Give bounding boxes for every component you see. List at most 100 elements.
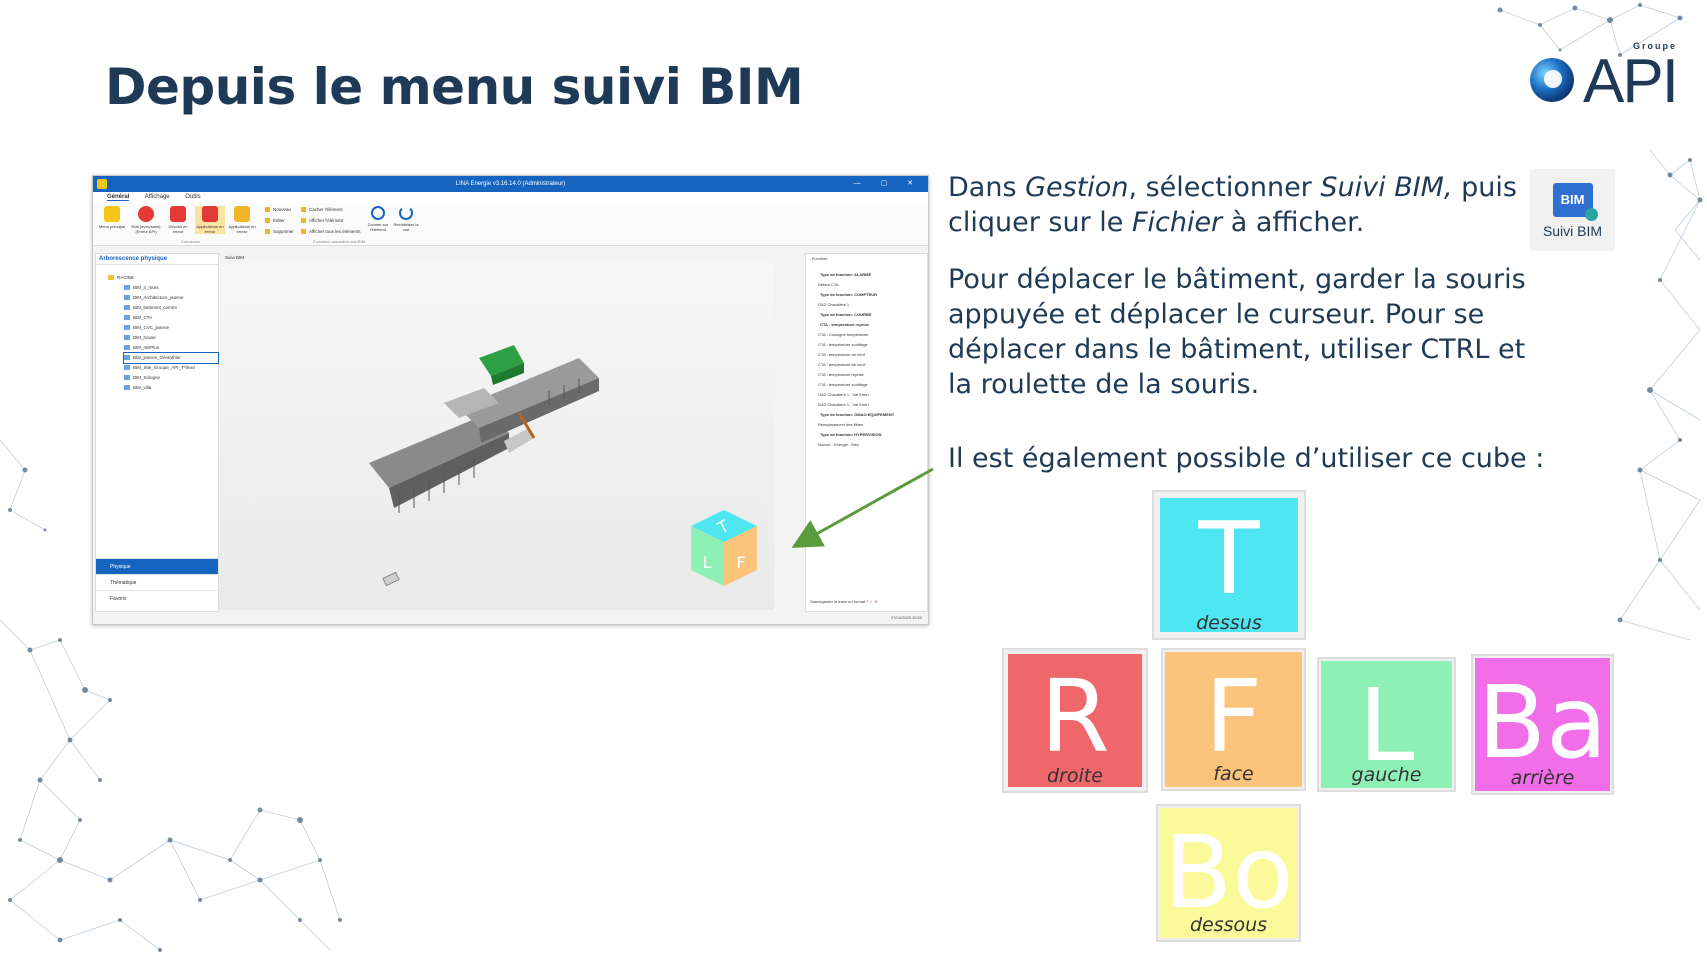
tree-item[interactable]: BIM_Site_Groupe_API_T*fmez bbox=[124, 363, 218, 373]
suivi-bim-button[interactable]: BIM Suivi BIM bbox=[1530, 169, 1615, 251]
app-title-text: LINA Energie v3.16.14.0 (Administrateur) bbox=[455, 181, 566, 187]
tree-panel-header: Arborescence physique bbox=[96, 254, 218, 265]
instruction-deplacer: Pour déplacer le bâtiment, garder la sou… bbox=[948, 264, 1526, 400]
editer-action[interactable]: Éditer bbox=[265, 218, 285, 223]
tree-item[interactable]: BIM_4_murs bbox=[124, 283, 218, 293]
ribbon-tabs: Général Affichage Outils bbox=[93, 192, 928, 203]
cancel-icon[interactable]: ✕ bbox=[874, 599, 878, 604]
navigation-cube[interactable]: T L F bbox=[689, 508, 759, 588]
flag-yellow-icon bbox=[234, 206, 250, 222]
cube-face-back-letter: Ba bbox=[1477, 664, 1608, 781]
warning-icon bbox=[202, 206, 218, 222]
menu-principal-label: Menu principal bbox=[98, 224, 125, 229]
function-group-row[interactable]: Type de fonction: COURBE bbox=[820, 312, 872, 317]
supprimer-action[interactable]: Supprimer bbox=[265, 229, 294, 234]
logo-brand-text: API bbox=[1583, 47, 1679, 116]
tab-general[interactable]: Général bbox=[107, 194, 130, 201]
tree-item[interactable]: BIM_house bbox=[124, 333, 218, 343]
tab-affichage[interactable]: Affichage bbox=[144, 194, 170, 200]
group-connexion: Connexion bbox=[181, 239, 201, 244]
tree-item[interactable]: BIM_jeanne_Géranthier bbox=[123, 352, 219, 364]
function-group-row[interactable]: Type de fonction: COMPTEUR bbox=[820, 292, 878, 297]
applications-erreur-button[interactable]: Applications en erreur bbox=[195, 206, 225, 234]
function-row[interactable]: Nouvel - Energie - Elec bbox=[818, 442, 860, 447]
p1-gestion: Gestion bbox=[1025, 172, 1129, 203]
p1-part-6: à afficher. bbox=[1222, 207, 1365, 238]
function-row[interactable]: CTA : température air neuf bbox=[818, 352, 865, 357]
function-group-row[interactable]: Type de fonction: GMAO EQUIPEMENT bbox=[820, 412, 895, 417]
function-row[interactable]: CTA : température reprise bbox=[818, 372, 864, 377]
p1-fichier: Fichier bbox=[1131, 207, 1223, 238]
devoirs-erreur-button[interactable]: Devoirs en erreur bbox=[163, 206, 193, 234]
mini-cube-left-label: L bbox=[703, 553, 712, 572]
function-row[interactable]: CTA : température soufflage bbox=[818, 342, 868, 347]
cube-face-left-letter: L bbox=[1358, 667, 1415, 784]
function-row[interactable]: CTA : température soufflage bbox=[818, 382, 868, 387]
function-group-row[interactable]: CTA : température reprise bbox=[820, 322, 869, 327]
function-group-row[interactable]: Type de fonction: HYPERVISION bbox=[820, 432, 882, 437]
reinitialiser-button[interactable]: Réinitialiser la vue bbox=[391, 206, 421, 232]
tree-item[interactable]: BIM_Sologne bbox=[124, 373, 218, 383]
app-icon bbox=[97, 179, 107, 189]
cube-face-back: Ba arrière bbox=[1471, 654, 1614, 795]
etat-button[interactable]: Etat (avec/sans) (Erreur API) bbox=[131, 206, 161, 234]
function-row[interactable]: GAZ Chaudière 1 - Val Eneri bbox=[818, 402, 869, 407]
menu-principal-button[interactable]: Menu principal bbox=[97, 206, 127, 229]
confirm-icon[interactable]: ✓ bbox=[869, 599, 873, 604]
magnifier-icon bbox=[371, 206, 385, 220]
tree-item[interactable]: BIM_villa bbox=[124, 383, 218, 393]
cube-face-right-caption: droite bbox=[1047, 765, 1103, 787]
tree-item[interactable]: BIM_CTA bbox=[124, 313, 218, 323]
function-row[interactable]: GAZ Chaudière 1 bbox=[818, 302, 850, 307]
cube-face-top: T dessus bbox=[1152, 490, 1306, 640]
slide-title: Depuis le menu suivi BIM bbox=[105, 58, 804, 116]
function-row[interactable]: GAZ Chaudière 1 - Val Eneri bbox=[818, 392, 869, 397]
function-row[interactable]: Défaut CTA bbox=[818, 282, 839, 287]
nouveau-action[interactable]: Nouveau bbox=[265, 207, 291, 212]
nav-favoris[interactable]: Favoris bbox=[96, 590, 218, 606]
p1-part-4: puis cliquer sur le bbox=[948, 172, 1517, 238]
cube-face-front-letter: F bbox=[1204, 658, 1263, 775]
applications-erreur-2-label: Applications en erreur bbox=[228, 224, 256, 234]
afficher-element-action[interactable]: Afficher l'élément bbox=[301, 218, 343, 223]
nav-thematique[interactable]: Thématique bbox=[96, 574, 218, 590]
function-row[interactable]: CTA : température air neuf bbox=[818, 362, 865, 367]
tree-item[interactable]: BIM_mEPlus bbox=[124, 343, 218, 353]
mini-cube-right-label: F bbox=[736, 553, 745, 572]
tree-root[interactable]: RACINE bbox=[108, 273, 218, 283]
bim-3d-viewer[interactable]: T L F bbox=[219, 263, 774, 610]
tree-item[interactable]: BIM_CVC_jeanne bbox=[124, 323, 218, 333]
groupe-api-logo: Groupe API bbox=[1525, 40, 1685, 120]
cube-face-bottom-letter: Bo bbox=[1163, 814, 1294, 931]
zoomer-button[interactable]: Zoomer sur l'élément bbox=[363, 206, 393, 232]
p1-part-2: , sélectionner bbox=[1128, 172, 1321, 203]
window-controls[interactable]: — ▢ ✕ bbox=[853, 180, 922, 187]
tab-outils[interactable]: Outils bbox=[185, 194, 201, 200]
tree-item[interactable]: BIM_Architecture_jeanne bbox=[124, 293, 218, 303]
afficher-tous-action[interactable]: Afficher tous les éléments bbox=[301, 229, 360, 234]
function-group-row[interactable]: Type de fonction: ALARME bbox=[820, 272, 872, 277]
zoomer-label: Zoomer sur l'élément bbox=[367, 222, 389, 232]
functions-list: Type de fonction: ALARME Défaut CTA Type d… bbox=[806, 270, 927, 450]
nav-physique[interactable]: Physique bbox=[96, 558, 218, 574]
flag-icon bbox=[170, 206, 186, 222]
function-row[interactable]: Remplacement des filtres bbox=[818, 422, 864, 427]
status-bar: 07/04/2025 15:50 bbox=[93, 612, 928, 624]
cacher-element-action[interactable]: Cacher l'élément bbox=[301, 207, 343, 212]
save-trace-label: Sauvegarder la trace en format ? bbox=[810, 599, 869, 604]
cube-face-top-caption: dessus bbox=[1196, 612, 1262, 634]
tree-item[interactable]: BIM_batiment_commt bbox=[124, 303, 218, 313]
view-tab[interactable]: Suivi BIM bbox=[225, 255, 245, 260]
etat-label: Etat (avec/sans) (Erreur API) bbox=[131, 224, 161, 234]
bim-icon: BIM bbox=[1552, 183, 1598, 221]
applications-erreur-2-button[interactable]: Applications en erreur bbox=[227, 206, 257, 234]
applications-erreur-label: Applications en erreur bbox=[196, 224, 224, 234]
function-row[interactable]: CTA : Consigne température bbox=[818, 332, 869, 337]
p1-part-0: Dans bbox=[948, 172, 1026, 203]
app-screenshot: LINA Energie v3.16.14.0 (Administrateur)… bbox=[92, 175, 929, 625]
